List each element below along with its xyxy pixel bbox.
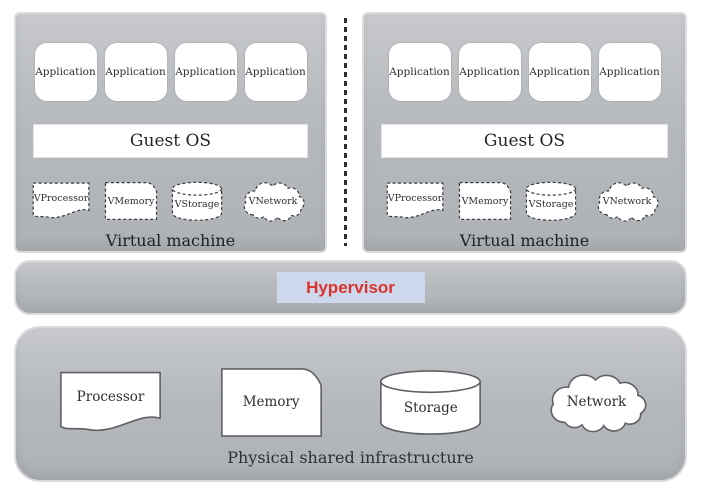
application-label: Application	[175, 66, 236, 78]
cylinder-icon	[378, 367, 483, 437]
physical-resource-row: Processor Memory Storage Network	[16, 364, 685, 440]
application-label: Application	[105, 66, 166, 78]
vprocessor-shape: VProcessor	[31, 181, 91, 221]
hypervisor-layer: Hypervisor	[14, 260, 687, 315]
vnetwork-label: VNetwork	[248, 195, 298, 207]
application-label: Application	[35, 66, 96, 78]
virtual-resource-row: VProcessor VMemory VStorage VNetwork	[364, 178, 685, 224]
cylinder-icon	[525, 180, 577, 222]
vnetwork-shape: VNetwork	[236, 178, 310, 224]
application-label: Application	[599, 66, 660, 78]
application-label: Application	[529, 66, 590, 78]
wavy-document-icon	[57, 369, 164, 436]
application-box: Application	[458, 43, 521, 101]
vstorage-label: VStorage	[174, 198, 220, 210]
application-row: Application Application Application Appl…	[16, 43, 325, 101]
vm-divider-dashed-line	[344, 18, 347, 246]
hypervisor-label: Hypervisor	[276, 272, 425, 303]
wavy-document-icon	[385, 181, 445, 221]
vmemory-label: VMemory	[107, 195, 155, 207]
cloud-icon	[538, 368, 655, 436]
vm-caption: Virtual machine	[105, 231, 236, 250]
application-box: Application	[34, 43, 97, 101]
vstorage-shape: VStorage	[171, 180, 223, 222]
virtual-machine-panel-2: Application Application Application Appl…	[362, 12, 687, 253]
wavy-document-icon	[31, 181, 91, 221]
guest-os-bar: Guest OS	[33, 124, 308, 158]
vm-caption: Virtual machine	[459, 231, 590, 250]
folded-corner-rect-icon	[104, 181, 158, 221]
vnetwork-label: VNetwork	[602, 195, 652, 207]
application-label: Application	[245, 66, 306, 78]
network-label: Network	[566, 394, 627, 410]
physical-infrastructure-caption: Physical shared infrastructure	[227, 448, 474, 467]
processor-label: Processor	[76, 389, 145, 406]
vprocessor-label: VProcessor	[387, 192, 443, 204]
vmemory-label: VMemory	[461, 195, 509, 207]
application-box: Application	[388, 43, 451, 101]
storage-shape: Storage	[378, 367, 483, 437]
application-label: Application	[459, 66, 520, 78]
memory-shape: Memory	[219, 366, 324, 439]
network-shape: Network	[538, 368, 655, 436]
application-label: Application	[389, 66, 450, 78]
cloud-icon	[590, 178, 664, 224]
application-box: Application	[244, 43, 307, 101]
vnetwork-shape: VNetwork	[590, 178, 664, 224]
vprocessor-label: VProcessor	[33, 192, 89, 204]
vmemory-shape: VMemory	[104, 181, 158, 221]
vstorage-label: VStorage	[528, 198, 574, 210]
memory-label: Memory	[242, 394, 300, 410]
vstorage-shape: VStorage	[525, 180, 577, 222]
vmemory-shape: VMemory	[458, 181, 512, 221]
application-row: Application Application Application Appl…	[364, 43, 685, 101]
cylinder-icon	[171, 180, 223, 222]
application-box: Application	[174, 43, 237, 101]
cloud-icon	[236, 178, 310, 224]
folded-corner-rect-icon	[219, 366, 324, 439]
application-box: Application	[598, 43, 661, 101]
virtual-resource-row: VProcessor VMemory VStorage VNetwork	[16, 178, 325, 224]
guest-os-bar: Guest OS	[381, 124, 668, 158]
processor-shape: Processor	[57, 369, 164, 436]
virtual-machine-panel-1: Application Application Application Appl…	[14, 12, 327, 253]
folded-corner-rect-icon	[458, 181, 512, 221]
application-box: Application	[104, 43, 167, 101]
storage-label: Storage	[403, 400, 458, 417]
physical-infrastructure-panel: Processor Memory Storage Network	[14, 326, 687, 482]
application-box: Application	[528, 43, 591, 101]
vprocessor-shape: VProcessor	[385, 181, 445, 221]
